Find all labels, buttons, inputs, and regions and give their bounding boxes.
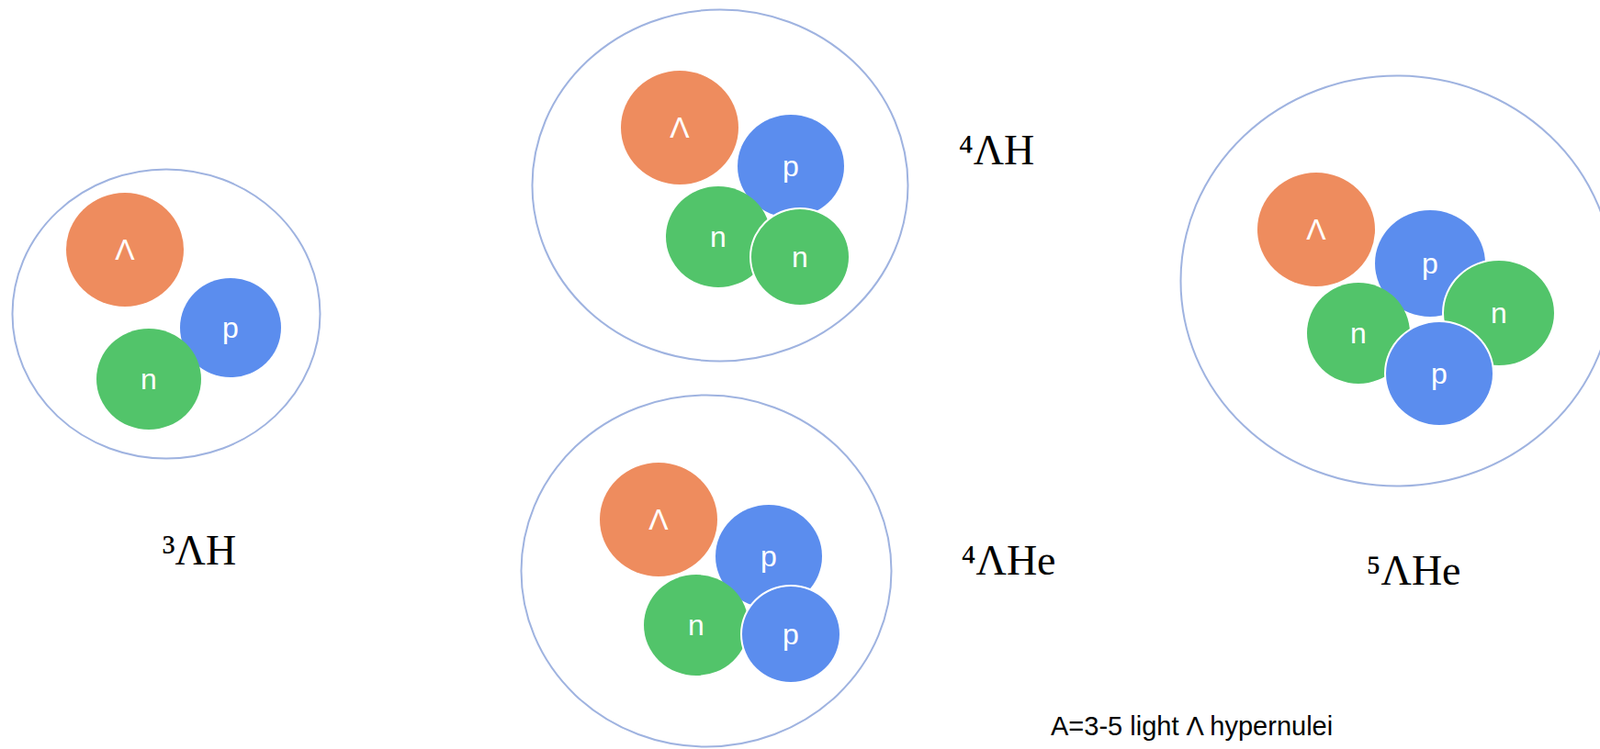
particle-circle: Λ xyxy=(1257,172,1375,287)
hypernucleus-outline: ³ΛHΛpn xyxy=(11,168,322,461)
particle-symbol: p xyxy=(782,151,800,181)
nucleus-ellipse xyxy=(530,8,910,363)
particle-circle: n xyxy=(749,207,851,307)
particle-symbol: Λ xyxy=(648,505,668,535)
particle-symbol: n xyxy=(1350,318,1367,349)
particle-circle: Λ xyxy=(66,192,184,307)
hypernucleus-outline: ⁴ΛHeΛpnp xyxy=(519,394,893,749)
hypernucleus-symbol: ⁴ΛH xyxy=(958,129,1036,172)
particle-circle: Λ xyxy=(620,70,739,185)
hypernucleus-outline: ⁴ΛHΛpnn xyxy=(530,8,910,363)
particle-circle: n xyxy=(96,328,202,430)
nucleus-ellipse xyxy=(519,394,893,749)
particle-circle: p xyxy=(1384,320,1495,428)
particle-symbol: n xyxy=(140,364,158,395)
particle-symbol: n xyxy=(709,222,727,252)
particle-symbol: p xyxy=(782,619,800,650)
particle-symbol: n xyxy=(1490,298,1508,328)
hypernucleus-symbol: ³ΛH xyxy=(162,529,237,573)
hypernucleus-symbol: ⁴ΛHe xyxy=(960,540,1056,583)
particle-symbol: n xyxy=(791,242,809,272)
particle-symbol: n xyxy=(687,610,705,641)
particle-symbol: p xyxy=(1421,248,1439,279)
hypernucleus-outline: ⁵ΛHeΛpnnp xyxy=(1179,74,1600,488)
particle-symbol: p xyxy=(1430,359,1448,389)
particle-symbol: Λ xyxy=(669,112,689,143)
particle-circle: Λ xyxy=(599,462,718,577)
caption-note: A=3-5 light Λ hypernulei xyxy=(1050,712,1333,743)
hypernucleus-symbol: ⁵ΛHe xyxy=(1365,550,1461,593)
particle-symbol: Λ xyxy=(114,235,135,265)
particle-circle: n xyxy=(643,574,749,677)
particle-symbol: Λ xyxy=(1306,214,1326,245)
particle-symbol: p xyxy=(760,541,778,572)
particle-symbol: p xyxy=(222,313,239,343)
particle-circle: p xyxy=(740,585,842,685)
